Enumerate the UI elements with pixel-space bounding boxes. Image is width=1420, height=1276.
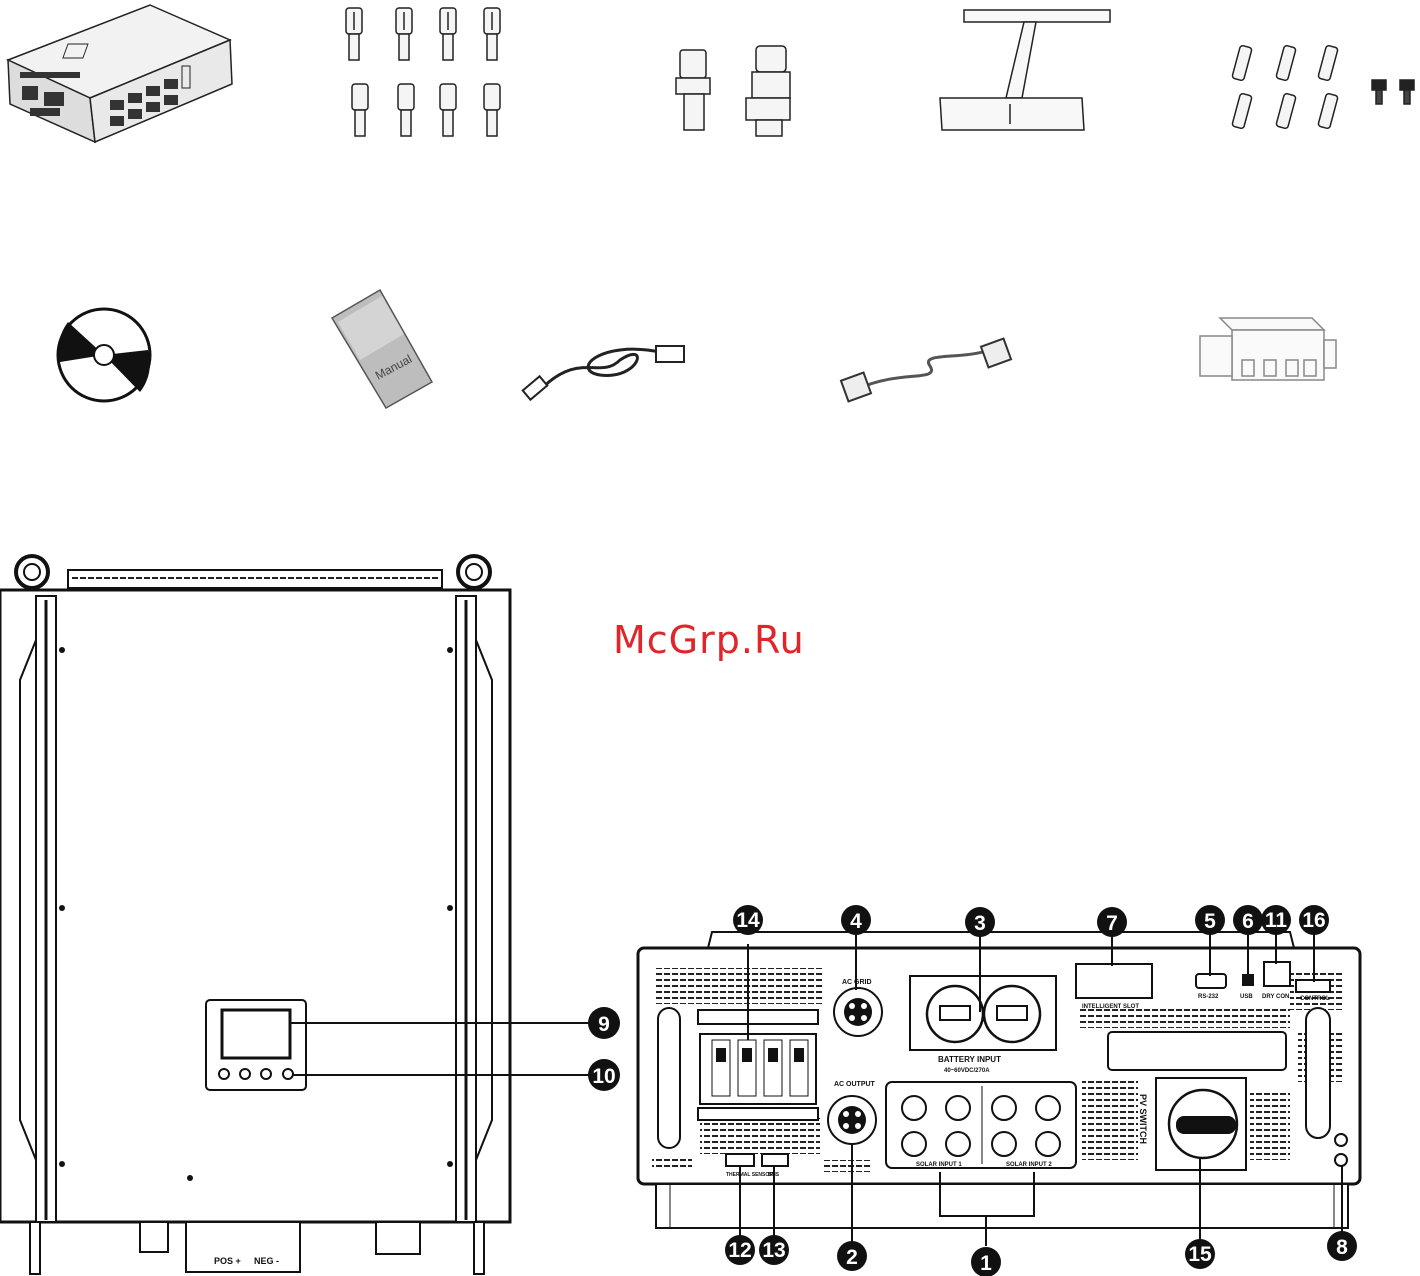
inverter-unit-illustration	[8, 5, 232, 142]
callout-badge-2: 2	[837, 1241, 867, 1271]
callout-badge-12: 12	[725, 1235, 755, 1265]
svg-text:12: 12	[728, 1239, 751, 1262]
callout-badge-6: 6	[1233, 905, 1263, 935]
callout-badge-5: 5	[1195, 905, 1225, 935]
thermal-sensor-label: THERMAL SENSOR	[726, 1172, 773, 1178]
callout-badge-4: 4	[841, 905, 871, 935]
svg-text:1: 1	[980, 1252, 992, 1275]
control-label: CONTROL	[1300, 996, 1330, 1002]
rs232-serial-cable	[841, 339, 1011, 402]
callout-badge-9: 9	[588, 1007, 620, 1039]
usb-cable	[523, 346, 684, 400]
callout-badge-7: 7	[1097, 907, 1127, 937]
callout-badge-16: 16	[1299, 905, 1329, 935]
callout-badge-1: 1	[971, 1247, 1001, 1276]
screw-set	[1232, 45, 1414, 129]
control-port: CONTROL	[1296, 980, 1330, 1002]
callout-badge-14: 14	[733, 905, 763, 935]
solar-input-terminals: SOLAR INPUT 1 SOLAR INPUT 2	[886, 1082, 1076, 1168]
callout-badge-11: 11	[1261, 905, 1291, 935]
svg-text:3: 3	[974, 912, 986, 935]
intelligent-slot-label: INTELLIGENT SLOT	[1082, 1004, 1139, 1010]
callout-badge-15: 15	[1185, 1239, 1215, 1269]
lcd-display-panel	[206, 1000, 306, 1090]
callout-badge-8: 8	[1327, 1231, 1357, 1261]
mounting-bracket	[940, 10, 1110, 130]
battery-spec-label: 40~60VDC/270A	[944, 1068, 990, 1074]
svg-text:7: 7	[1106, 912, 1118, 935]
dry-contact-label: DRY CON.	[1262, 994, 1291, 1000]
software-cd-icon	[58, 309, 150, 401]
solar-input-1-label: SOLAR INPUT 1	[916, 1162, 962, 1168]
svg-text:13: 13	[762, 1239, 785, 1262]
callout-badge-13: 13	[759, 1235, 789, 1265]
user-manual-booklet: Manual	[332, 290, 432, 408]
ac-output-label: AC OUTPUT	[834, 1081, 876, 1088]
svg-text:15: 15	[1188, 1243, 1212, 1266]
terminal-block-connector	[1200, 318, 1336, 380]
watermark: McGrp.Ru	[613, 618, 805, 662]
dry-contact-port: DRY CON.	[1262, 962, 1291, 1000]
svg-text:11: 11	[1265, 909, 1288, 932]
neg-terminal-label: NEG -	[254, 1256, 279, 1266]
svg-text:9: 9	[598, 1013, 610, 1036]
svg-text:14: 14	[736, 909, 760, 932]
svg-text:16: 16	[1302, 909, 1325, 932]
usb-label: USB	[1240, 994, 1253, 1000]
pv-switch-label: PV SWITCH	[1138, 1094, 1148, 1144]
battery-input-label: BATTERY INPUT	[938, 1055, 1001, 1064]
svg-text:6: 6	[1242, 910, 1254, 933]
callout-badge-3: 3	[965, 907, 995, 937]
pv-connector-set	[346, 8, 500, 136]
solar-input-2-label: SOLAR INPUT 2	[1006, 1162, 1052, 1168]
svg-text:4: 4	[850, 910, 862, 933]
svg-text:5: 5	[1204, 910, 1216, 933]
svg-text:2: 2	[846, 1246, 858, 1269]
cable-gland-set	[676, 46, 790, 136]
inverter-front-view: POS + NEG -	[0, 556, 510, 1274]
svg-text:8: 8	[1336, 1236, 1348, 1259]
rs232-label: RS-232	[1198, 994, 1219, 1000]
svg-text:10: 10	[592, 1065, 615, 1088]
callout-badge-10: 10	[588, 1059, 620, 1091]
pos-terminal-label: POS +	[214, 1256, 241, 1266]
